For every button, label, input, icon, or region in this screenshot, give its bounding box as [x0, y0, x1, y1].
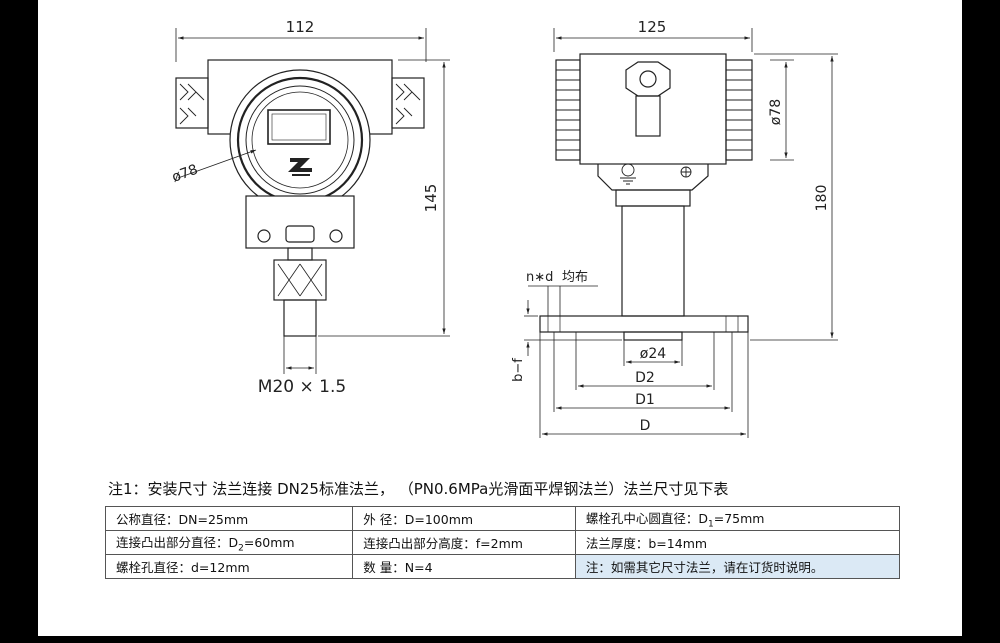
flange-spec-table: 公称直径：DN=25mm 外 径：D=100mm 螺栓孔中心圆直径：D1=75m…: [104, 506, 901, 579]
brand-logo: [288, 158, 312, 176]
side-dim-width: 125: [638, 18, 667, 36]
side-view: [524, 28, 838, 438]
spec-bolt-hole-diameter: 螺栓孔直径：d=12mm: [104, 554, 354, 579]
spec-raised-face-height: 连接凸出部分高度：f=2mm: [352, 530, 576, 555]
front-view: [175, 28, 450, 374]
table-row: 连接凸出部分直径：D2=60mm 连接凸出部分高度：f=2mm 法兰厚度：b=1…: [104, 530, 901, 555]
spec-bolt-circle: 螺栓孔中心圆直径：D1=75mm: [574, 506, 901, 531]
side-dim-nd-note: 均布: [562, 270, 588, 285]
spec-bolt-count: 数 量：N=4: [352, 554, 576, 579]
technical-drawing: 112 145 ø78 M20 × 1.5: [170, 18, 838, 438]
spec-outer-diameter: 外 径：D=100mm: [352, 506, 576, 531]
side-dim-bf: b−f: [511, 358, 526, 382]
side-dim-d24: ø24: [640, 346, 666, 362]
side-dim-D1: D1: [635, 392, 655, 408]
side-dim-D2: D2: [635, 370, 655, 386]
side-dim-height: 180: [814, 185, 830, 212]
side-dim-D: D: [640, 418, 651, 434]
table-row: 螺栓孔直径：d=12mm 数 量：N=4 注：如需其它尺寸法兰，请在订货时说明。: [104, 554, 901, 579]
front-dim-width: 112: [286, 18, 315, 36]
side-dim-diameter: ø78: [768, 99, 784, 125]
spec-custom-note: 注：如需其它尺寸法兰，请在订货时说明。: [574, 554, 901, 579]
spec-nominal-diameter: 公称直径：DN=25mm: [104, 506, 354, 531]
installation-note: 注1：安装尺寸 法兰连接 DN25标准法兰， （PN0.6MPa光滑面平焊钢法兰…: [108, 480, 729, 498]
spec-flange-thickness: 法兰厚度：b=14mm: [574, 530, 901, 555]
table-row: 公称直径：DN=25mm 外 径：D=100mm 螺栓孔中心圆直径：D1=75m…: [104, 506, 901, 531]
front-dim-diameter: ø78: [170, 162, 200, 186]
side-dim-nd: n∗d: [526, 270, 553, 285]
spec-raised-face-diameter: 连接凸出部分直径：D2=60mm: [104, 530, 354, 555]
thread-label: M20 × 1.5: [258, 377, 346, 397]
drawing-sheet: 112 145 ø78 M20 × 1.5: [38, 0, 962, 636]
front-dim-height: 145: [422, 184, 440, 213]
